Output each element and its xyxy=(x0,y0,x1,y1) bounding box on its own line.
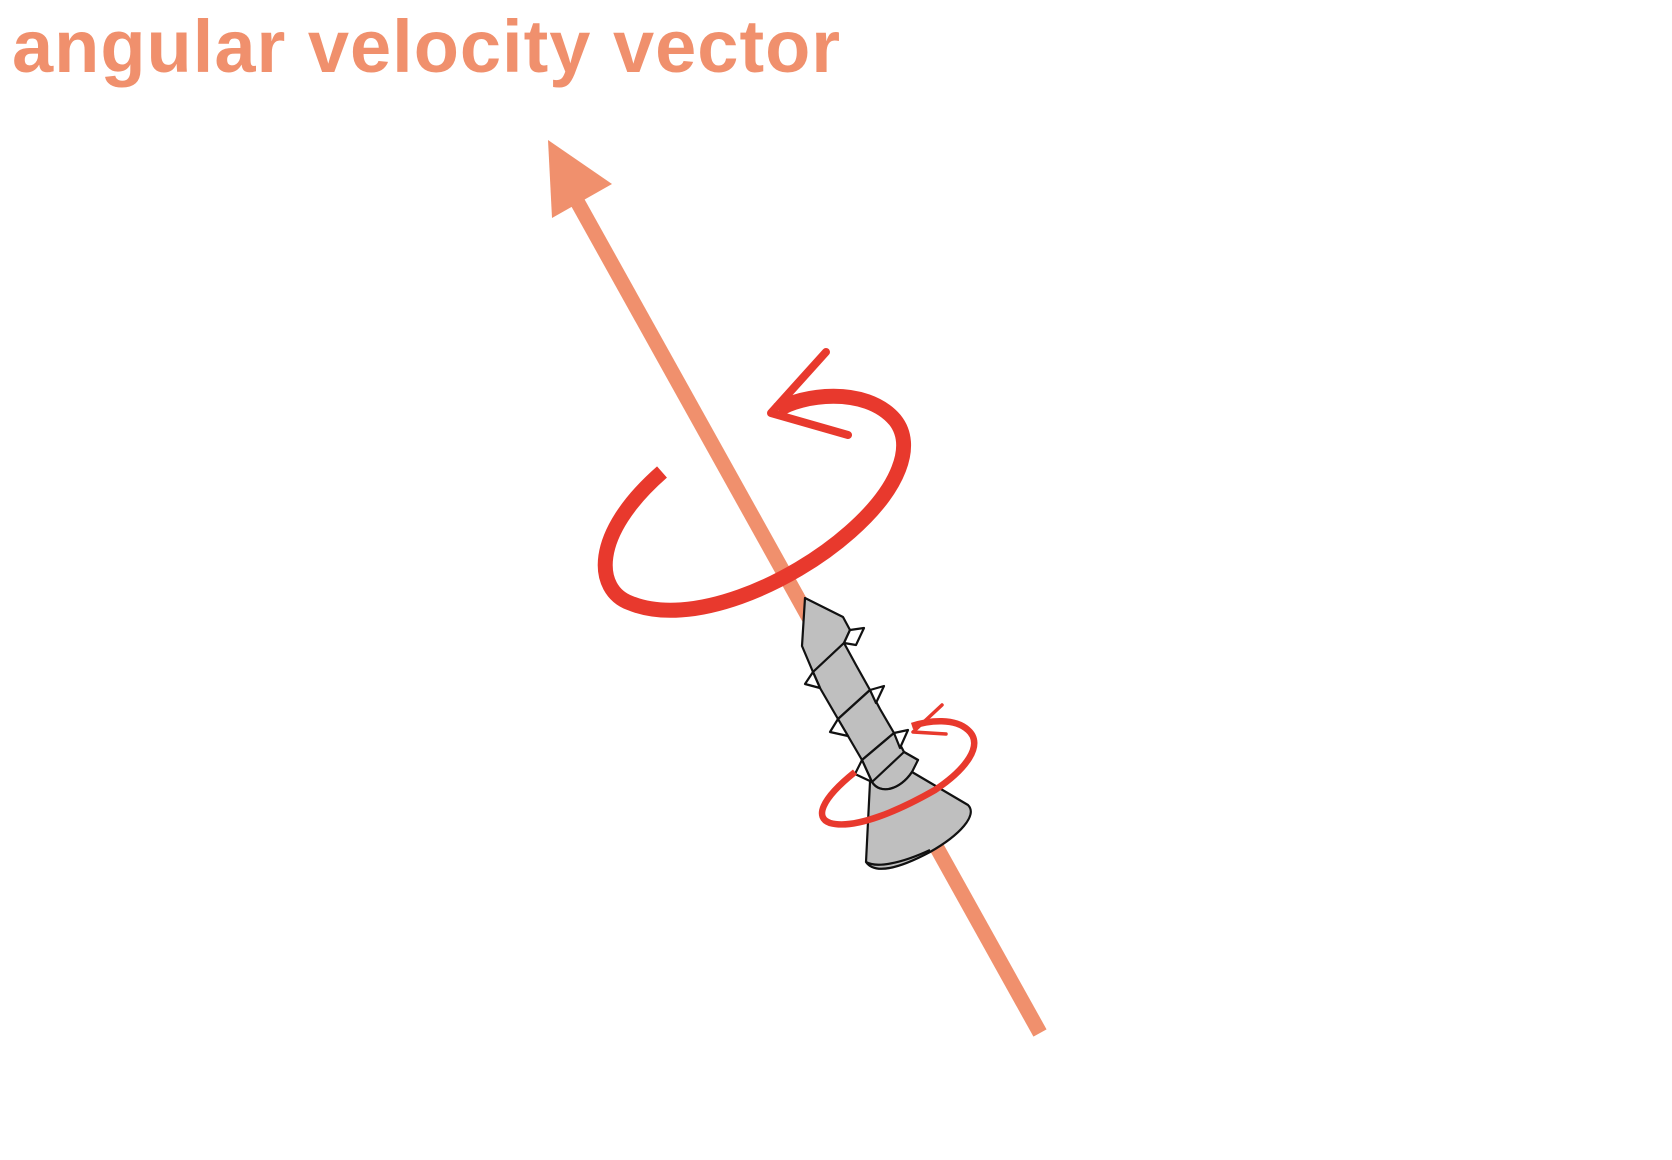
small-rotation-arrow-icon xyxy=(818,703,978,828)
small-rotation-arrowhead xyxy=(911,703,948,736)
screw-icon xyxy=(800,596,972,870)
screw-thread-3-edge xyxy=(892,728,910,750)
large-rotation-curve xyxy=(597,388,912,618)
screw-thread-1-edge-b xyxy=(803,670,822,690)
axis-arrowhead xyxy=(548,140,612,218)
diagram-title: angular velocity vector xyxy=(12,5,842,88)
screw-thread-2-edge xyxy=(868,684,886,705)
large-rotation-arrowhead xyxy=(767,348,852,439)
small-rotation-curve xyxy=(818,718,978,828)
screw-head xyxy=(864,770,972,870)
screw-thread-1-edge xyxy=(842,626,866,647)
axis-arrow-icon xyxy=(548,140,1047,1037)
large-rotation-arrow-icon xyxy=(597,348,912,618)
screw-head-rim xyxy=(865,849,931,866)
screw-thread-2-edge-b xyxy=(828,717,850,738)
screw-thread-3-edge-b xyxy=(853,758,874,784)
